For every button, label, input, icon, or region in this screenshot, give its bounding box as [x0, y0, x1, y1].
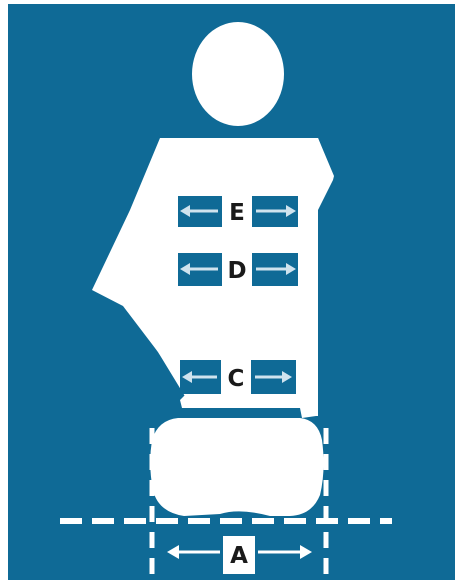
band-d-arrowhead-left [180, 263, 190, 275]
band-d-label-box [222, 253, 252, 286]
dimension-a: A [167, 536, 312, 574]
label-c: C [228, 366, 245, 392]
seat-cushion [150, 418, 324, 516]
band-c: C [180, 360, 296, 394]
band-c-arrowhead-left [182, 371, 192, 383]
label-a: A [230, 543, 248, 569]
band-e-label-box [222, 196, 252, 227]
left-arm [92, 138, 200, 400]
dimension-a-arrowhead-left [167, 545, 179, 559]
band-e-arrowhead-left [180, 205, 190, 217]
band-e-arrowhead-right [286, 205, 296, 217]
dimension-a-label-box [223, 536, 255, 574]
band-c-arrowhead-right [282, 371, 292, 383]
label-e: E [229, 200, 245, 226]
head [192, 22, 284, 126]
band-e: E [178, 196, 298, 227]
dimension-a-arrowhead-right [300, 545, 312, 559]
band-c-label-box [221, 360, 251, 394]
right-arm [300, 138, 334, 416]
band-d-arrowhead-right [286, 263, 296, 275]
label-d: D [227, 258, 246, 284]
band-d: D [178, 253, 298, 286]
